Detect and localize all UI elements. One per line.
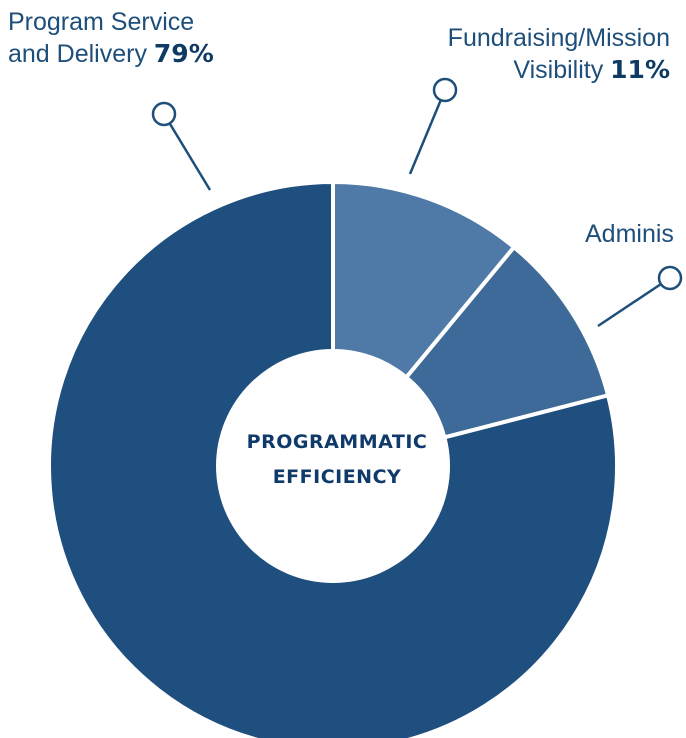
slice-label-admin: Adminis [585, 218, 674, 250]
slice-label-program: Program Service and Delivery 79% [8, 6, 214, 70]
donut-hole [216, 349, 450, 583]
slice-label-fundraising: Fundraising/Mission Visibility 11% [448, 22, 670, 86]
fund-percent: 11% [610, 55, 670, 84]
center-title: PROGRAMMATIC EFFICIENCY [214, 425, 460, 495]
fund-label-line1: Fundraising/Mission [447, 24, 670, 52]
program-leader-line [162, 113, 212, 191]
admin-label-line1: Adminis [585, 220, 674, 248]
program-percent: 79% [153, 39, 214, 68]
admin-leader-circle [657, 265, 683, 291]
center-title-line: PROGRAMMATIC [246, 431, 428, 453]
fund-leader-line [408, 89, 447, 175]
program-leader-circle [151, 101, 177, 127]
admin-leader-line [597, 276, 671, 328]
center-title-line: EFFICIENCY [272, 466, 402, 488]
fund-label-line2: Visibility [513, 56, 604, 84]
program-label-line1: Program Service [8, 8, 195, 36]
fund-leader-circle [432, 77, 458, 103]
program-label-line2: and Delivery [8, 40, 147, 68]
